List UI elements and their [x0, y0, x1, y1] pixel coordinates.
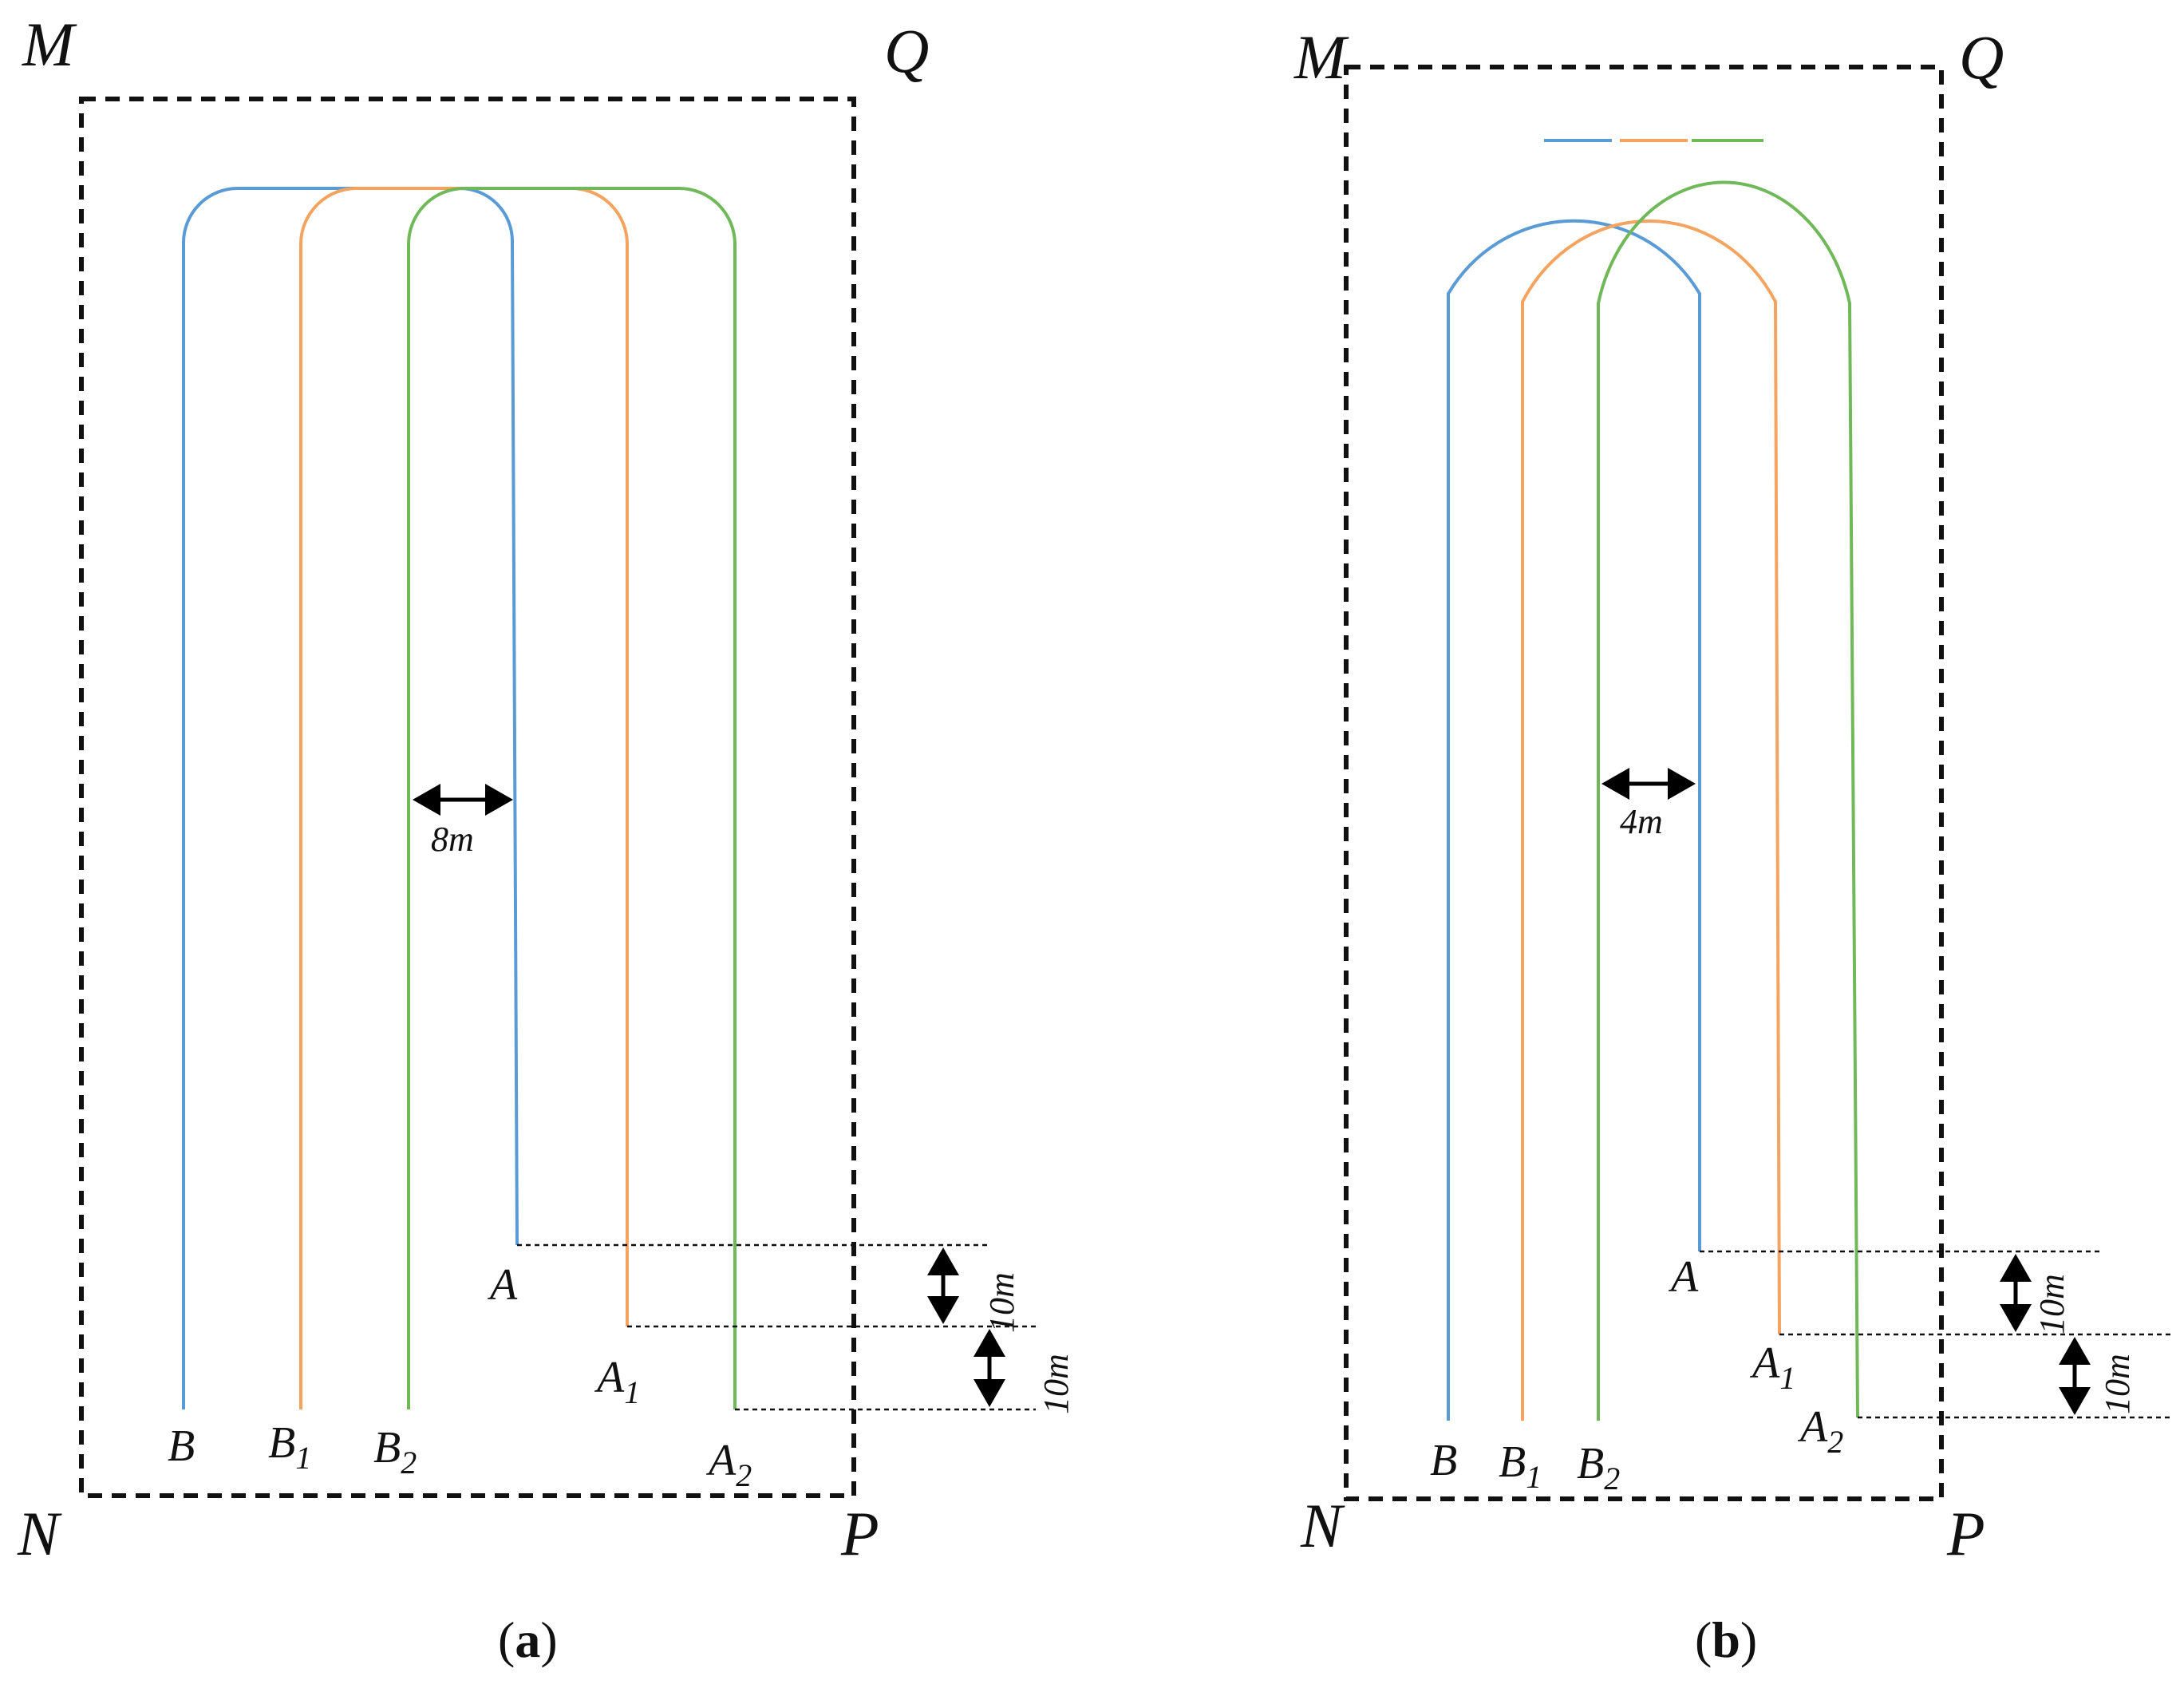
- point-label-a1: A1: [594, 1353, 640, 1410]
- corner-label-m: M: [22, 10, 77, 79]
- point-label-b2: B2: [1577, 1439, 1620, 1496]
- corner-label-n: N: [1300, 1491, 1345, 1560]
- point-label-a1: A1: [1749, 1338, 1795, 1396]
- point-label-a2: A2: [1797, 1402, 1843, 1460]
- point-label-a: A: [487, 1260, 518, 1310]
- corner-label-n: N: [17, 1499, 62, 1568]
- point-label-b1: B1: [1499, 1437, 1542, 1495]
- offset-label-1: 10m: [2032, 1274, 2071, 1334]
- panel-caption-a: (a): [498, 1611, 558, 1668]
- corner-label-q: Q: [884, 16, 929, 85]
- path-blue: [1447, 219, 1701, 1421]
- offset-label-1: 10m: [982, 1272, 1021, 1333]
- point-label-a: A: [1668, 1252, 1699, 1302]
- corner-label-p: P: [840, 1499, 879, 1568]
- corner-label-m: M: [1293, 22, 1349, 92]
- panel-a: M Q N P 8m 10m 10m B B1 B2 A A1 A2 (a): [17, 10, 1076, 1668]
- point-label-b2: B2: [373, 1423, 417, 1480]
- point-label-b: B: [1430, 1436, 1457, 1485]
- offset-label-2: 10m: [1037, 1354, 1076, 1414]
- spacing-label: 8m: [431, 820, 474, 859]
- field-boundary: [1344, 65, 1944, 1501]
- panel-b: M Q N P 4m 10m 10m B B1 B2 A A1 A2 (b): [1293, 22, 2170, 1668]
- panel-caption-b: (b): [1695, 1611, 1757, 1668]
- spacing-label: 4m: [1620, 802, 1663, 841]
- corner-label-p: P: [1946, 1499, 1985, 1568]
- point-label-b: B: [168, 1421, 195, 1471]
- point-label-b1: B1: [268, 1418, 311, 1476]
- offset-label-2: 10m: [2098, 1354, 2137, 1414]
- corner-label-q: Q: [1959, 22, 2004, 92]
- path-green: [1597, 180, 1859, 1421]
- point-label-a2: A2: [705, 1436, 752, 1493]
- path-green: [407, 187, 737, 1409]
- path-orange: [1521, 219, 1781, 1421]
- field-boundary: [79, 97, 856, 1498]
